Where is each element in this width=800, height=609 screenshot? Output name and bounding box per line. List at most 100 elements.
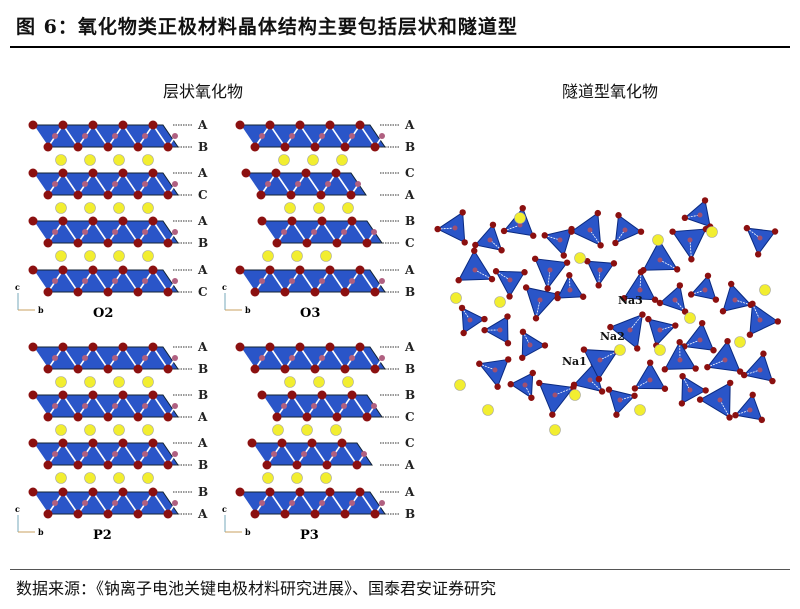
stacking-label: A	[404, 458, 415, 472]
stacking-label: C	[405, 436, 415, 450]
polyhedron	[478, 358, 510, 388]
oxygen-atom	[676, 282, 684, 289]
oxygen-atom	[235, 265, 245, 275]
oxygen-atom	[301, 168, 311, 178]
oxygen-atom	[43, 287, 53, 297]
oxygen-atom	[337, 438, 347, 448]
polyhedron	[461, 307, 486, 334]
panel-name: O2	[93, 306, 113, 321]
stacking-label: A	[197, 118, 208, 132]
transition-metal-atom	[379, 355, 385, 361]
polyhedron	[474, 223, 503, 251]
transition-metal-atom	[552, 392, 558, 398]
stacking-label: A	[404, 118, 415, 132]
panel-name: P2	[93, 528, 112, 543]
polyhedron-edge	[524, 384, 532, 398]
transition-metal-atom	[522, 382, 528, 388]
oxygen-atom	[58, 265, 68, 275]
polyhedron-edge	[495, 270, 511, 281]
transition-metal-atom	[112, 500, 118, 506]
oxygen-atom	[163, 287, 173, 297]
oxygen-atom	[163, 190, 173, 200]
sodium-atom	[291, 250, 303, 262]
oxygen-atom	[265, 487, 275, 497]
oxygen-atom	[310, 287, 320, 297]
transition-metal-atom	[672, 297, 678, 303]
tunnel-heading: 隧道型氧化物	[562, 82, 659, 101]
oxygen-atom	[28, 342, 38, 352]
oxygen-atom	[148, 487, 158, 497]
oxygen-atom	[719, 308, 727, 315]
polyhedron	[586, 260, 615, 287]
oxygen-atom	[702, 387, 709, 394]
stacking-label: C	[405, 166, 415, 180]
transition-metal-atom	[319, 133, 325, 139]
stacking-label: C	[405, 410, 415, 424]
oxygen-atom	[637, 268, 645, 276]
oxygen-atom	[549, 411, 556, 418]
oxygen-atom	[73, 364, 83, 374]
transition-metal-atom	[142, 500, 148, 506]
oxygen-atom	[481, 315, 488, 323]
sodium-atom	[84, 424, 96, 436]
oxygen-atom	[607, 323, 614, 331]
oxygen-atom	[302, 412, 312, 422]
transition-metal-atom	[82, 278, 88, 284]
transition-metal-atom	[289, 278, 295, 284]
oxygen-atom	[256, 190, 266, 200]
oxygen-atom	[271, 168, 281, 178]
transition-metal-atom	[371, 229, 377, 235]
transition-metal-atom	[747, 407, 753, 413]
polyhedron-edge	[589, 379, 603, 392]
oxygen-atom	[250, 287, 260, 297]
oxygen-atom	[506, 293, 513, 300]
oxygen-atom	[88, 390, 98, 400]
transition-metal-atom	[757, 235, 763, 241]
oxygen-atom	[519, 204, 526, 212]
stacking-label: B	[405, 388, 415, 402]
oxygen-atom	[88, 168, 98, 178]
sodium-atom	[262, 250, 274, 262]
transition-metal-atom	[492, 367, 498, 373]
oxygen-atom	[148, 342, 158, 352]
layered-heading: 层状氧化物	[163, 82, 244, 101]
transition-metal-atom	[717, 397, 723, 403]
oxygen-atom	[118, 438, 128, 448]
sodium-atom	[549, 424, 561, 436]
sodium-atom	[482, 404, 494, 416]
sodium-atom	[634, 404, 646, 416]
oxygen-atom	[73, 287, 83, 297]
oxygen-atom	[676, 338, 683, 346]
transition-metal-atom	[355, 181, 361, 187]
sodium-atom	[307, 154, 319, 166]
oxygen-atom	[287, 390, 297, 400]
transition-metal-atom	[259, 133, 265, 139]
oxygen-atom	[774, 318, 782, 325]
sodium-atom	[262, 472, 274, 484]
transition-metal-atom	[379, 133, 385, 139]
sodium-atom	[301, 424, 313, 436]
oxygen-atom	[317, 216, 327, 226]
oxygen-atom	[58, 390, 68, 400]
transition-metal-atom	[657, 257, 663, 263]
oxygen-atom	[133, 190, 143, 200]
oxygen-atom	[280, 142, 290, 152]
oxygen-atom	[595, 282, 602, 289]
oxygen-atom	[58, 438, 68, 448]
sodium-atom	[342, 376, 354, 388]
transition-metal-atom	[325, 181, 331, 187]
oxygen-atom	[544, 285, 551, 292]
oxygen-atom	[631, 385, 639, 392]
oxygen-atom	[692, 365, 699, 372]
polyhedron	[683, 199, 711, 228]
polyhedron-edge	[629, 314, 643, 331]
oxygen-atom	[634, 345, 641, 352]
polyhedron-edge	[489, 239, 502, 251]
sodium-atom	[684, 312, 696, 324]
oxygen-atom	[355, 487, 365, 497]
transition-metal-atom	[172, 355, 178, 361]
oxygen-atom	[771, 228, 779, 235]
oxygen-atom	[347, 216, 357, 226]
transition-metal-atom	[289, 133, 295, 139]
